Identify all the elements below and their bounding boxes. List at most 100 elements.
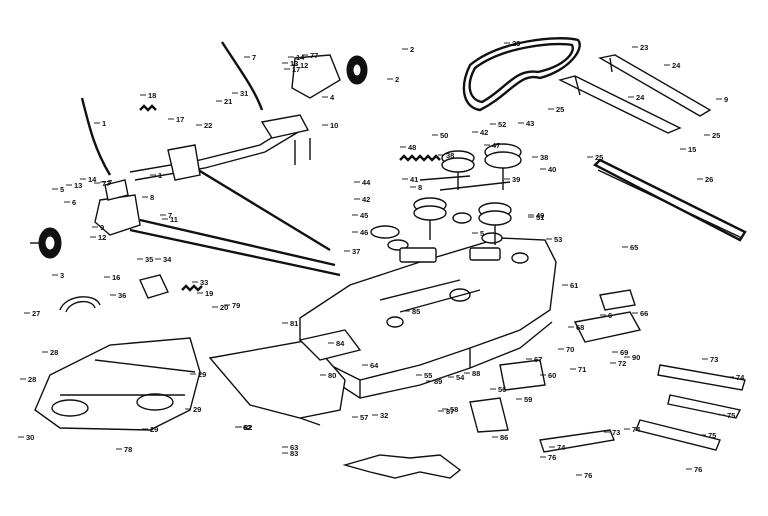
rod-24-lower <box>558 75 682 134</box>
part-label-7: 7 <box>252 53 256 62</box>
part-label-2: 2 <box>410 45 414 54</box>
part-label-90: 90 <box>632 353 640 362</box>
part-label-70: 70 <box>566 345 574 354</box>
part-label-63: 63 <box>290 443 298 452</box>
part-label-58: 58 <box>450 405 458 414</box>
part-label-17-2: 17 <box>292 65 300 74</box>
part-label-17: 17 <box>176 115 184 124</box>
part-label-73-2: 73 <box>612 428 620 437</box>
part-label-65: 65 <box>630 243 638 252</box>
front-baffle <box>208 329 362 426</box>
part-label-22: 22 <box>204 121 212 130</box>
part-label-62: 62 <box>243 423 251 432</box>
part-label-39: 39 <box>512 175 520 184</box>
part-label-81: 81 <box>290 319 298 328</box>
clamp-27 <box>59 296 101 311</box>
deck-belt-26 <box>592 158 747 242</box>
part-label-29-3: 29 <box>198 370 206 379</box>
part-label-12: 12 <box>98 233 106 242</box>
part-label-76-2: 76 <box>584 471 592 480</box>
blade-assemblies <box>469 289 746 453</box>
lift-cable-7 <box>220 41 264 111</box>
part-label-25: 25 <box>556 105 564 114</box>
part-label-42-2: 42 <box>362 195 370 204</box>
part-label-5: 5 <box>60 185 64 194</box>
part-label-25-2: 25 <box>712 131 720 140</box>
part-label-28-2: 28 <box>28 375 36 384</box>
part-label-8-2: 8 <box>150 193 154 202</box>
part-label-35: 35 <box>145 255 153 264</box>
part-label-12-2: 12 <box>300 61 308 70</box>
part-label-3: 3 <box>60 271 64 280</box>
part-label-25-3: 25 <box>595 153 603 162</box>
spindle-pulley-cluster <box>370 143 522 263</box>
part-label-80: 80 <box>328 371 336 380</box>
part-label-61: 61 <box>570 281 578 290</box>
part-label-10: 10 <box>330 121 338 130</box>
part-label-9-2: 9 <box>724 95 728 104</box>
gauge-wheel-right <box>346 55 368 85</box>
part-label-64: 64 <box>370 361 379 370</box>
part-label-86: 86 <box>500 433 508 442</box>
part-label-24: 24 <box>672 61 681 70</box>
part-label-1: 1 <box>102 119 106 128</box>
part-label-42: 42 <box>480 128 488 137</box>
idler-bracket <box>260 54 341 165</box>
part-label-15: 15 <box>688 145 696 154</box>
part-label-1-2: 1 <box>158 171 162 180</box>
part-label-43: 43 <box>526 119 534 128</box>
part-label-67: 67 <box>534 355 542 364</box>
part-label-79: 79 <box>232 301 240 310</box>
part-label-74-3: 74 <box>557 443 566 452</box>
part-label-66: 66 <box>640 309 648 318</box>
part-label-47: 47 <box>492 141 500 150</box>
part-label-77: 77 <box>102 179 110 188</box>
part-label-37: 37 <box>352 247 360 256</box>
part-label-31: 31 <box>240 89 248 98</box>
part-label-88: 88 <box>472 369 480 378</box>
part-label-6-2: 6 <box>608 311 612 320</box>
part-label-40: 40 <box>548 165 556 174</box>
skid-bracket <box>342 454 462 479</box>
gauge-wheel-left <box>30 227 62 259</box>
part-label-44: 44 <box>362 178 371 187</box>
part-label-7-3: 7 <box>168 211 172 220</box>
part-label-51: 51 <box>536 213 544 222</box>
part-label-53: 53 <box>554 235 562 244</box>
part-label-74: 74 <box>736 373 745 382</box>
part-label-29-2: 29 <box>193 405 201 414</box>
part-label-56: 56 <box>498 385 506 394</box>
part-label-76: 76 <box>548 453 556 462</box>
part-label-38-2: 38 <box>540 153 548 162</box>
part-number-labels: 1122345566777889910111212131314141516171… <box>18 39 745 480</box>
part-label-9: 9 <box>100 223 104 232</box>
part-label-14-2: 14 <box>296 53 305 62</box>
part-label-71: 71 <box>578 365 586 374</box>
drive-belt-23-inner <box>468 42 574 104</box>
part-label-20: 20 <box>220 303 228 312</box>
part-label-72: 72 <box>618 359 626 368</box>
part-label-11: 11 <box>170 215 178 224</box>
part-label-27: 27 <box>32 309 40 318</box>
part-label-50: 50 <box>440 131 448 140</box>
part-label-28: 28 <box>50 348 58 357</box>
part-label-13: 13 <box>74 181 82 190</box>
rod-24-upper <box>598 54 712 117</box>
part-label-69: 69 <box>620 348 628 357</box>
part-label-75-2: 75 <box>727 411 735 420</box>
part-label-87: 87 <box>446 407 454 416</box>
part-label-59: 59 <box>524 395 532 404</box>
part-label-74-2: 74 <box>632 425 641 434</box>
part-label-14: 14 <box>88 175 97 184</box>
part-label-33: 33 <box>200 278 208 287</box>
part-label-36: 36 <box>118 291 126 300</box>
part-label-68: 68 <box>576 323 584 332</box>
part-label-60: 60 <box>548 371 556 380</box>
part-label-52: 52 <box>498 120 506 129</box>
part-label-78: 78 <box>124 445 132 454</box>
part-label-46: 46 <box>360 228 368 237</box>
part-label-29: 29 <box>150 425 158 434</box>
discharge-chute <box>34 337 201 431</box>
